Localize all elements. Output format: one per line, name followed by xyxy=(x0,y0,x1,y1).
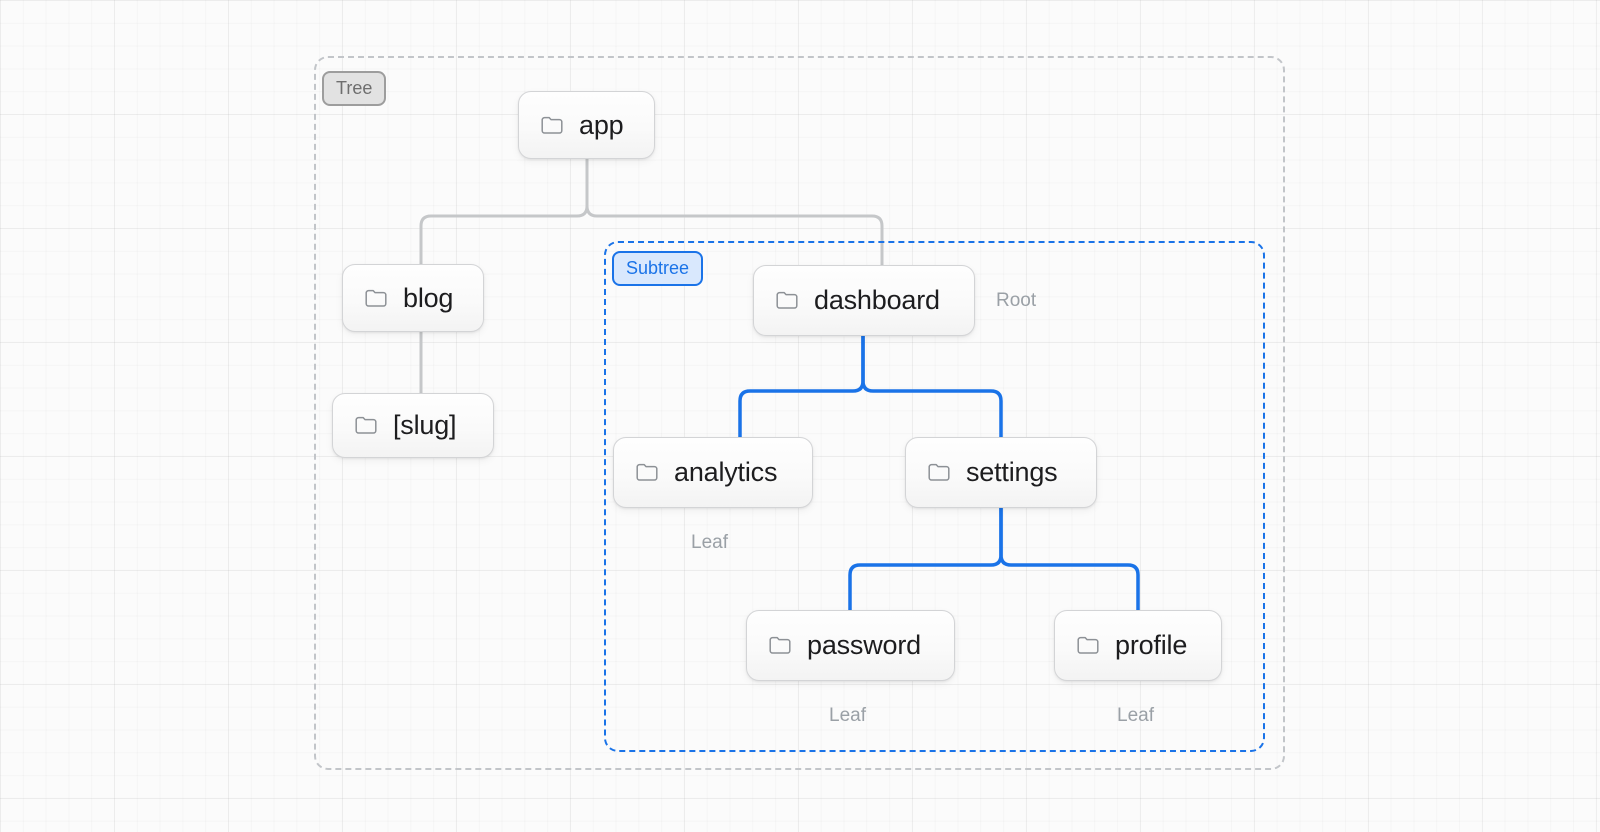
role-caption-leaf-profile: Leaf xyxy=(1117,705,1154,726)
folder-icon xyxy=(541,116,563,134)
node-dashboard[interactable]: dashboard xyxy=(753,265,975,336)
node-password[interactable]: password xyxy=(746,610,955,681)
folder-icon xyxy=(928,463,950,481)
group-frame-subtree[interactable] xyxy=(604,241,1265,752)
node-label: blog xyxy=(403,282,454,313)
node-settings[interactable]: settings xyxy=(905,437,1097,508)
node-label: profile xyxy=(1115,630,1188,660)
node-label: settings xyxy=(966,457,1058,487)
node-profile[interactable]: profile xyxy=(1054,610,1222,681)
node-label: dashboard xyxy=(814,285,940,315)
group-frame-tree[interactable] xyxy=(314,56,1285,770)
node-blog[interactable]: blog xyxy=(342,264,484,332)
node-slug[interactable]: [slug] xyxy=(332,393,494,458)
role-caption-leaf-password: Leaf xyxy=(829,705,866,726)
folder-icon xyxy=(365,289,387,307)
group-badge-tree[interactable]: Tree xyxy=(322,71,387,106)
folder-icon xyxy=(1077,636,1099,654)
folder-icon xyxy=(636,463,658,481)
role-caption-root-dashboard: Root xyxy=(996,290,1037,311)
folder-icon xyxy=(769,636,791,654)
folder-icon xyxy=(355,416,377,434)
node-label: password xyxy=(807,630,921,660)
role-caption-leaf-analytics: Leaf xyxy=(691,532,728,553)
node-label: [slug] xyxy=(393,410,457,440)
node-analytics[interactable]: analytics xyxy=(613,437,813,508)
group-badge-subtree[interactable]: Subtree xyxy=(612,251,704,286)
node-app[interactable]: app xyxy=(518,91,655,159)
node-label: analytics xyxy=(674,457,778,487)
node-label: app xyxy=(579,109,624,140)
folder-icon xyxy=(776,291,798,309)
